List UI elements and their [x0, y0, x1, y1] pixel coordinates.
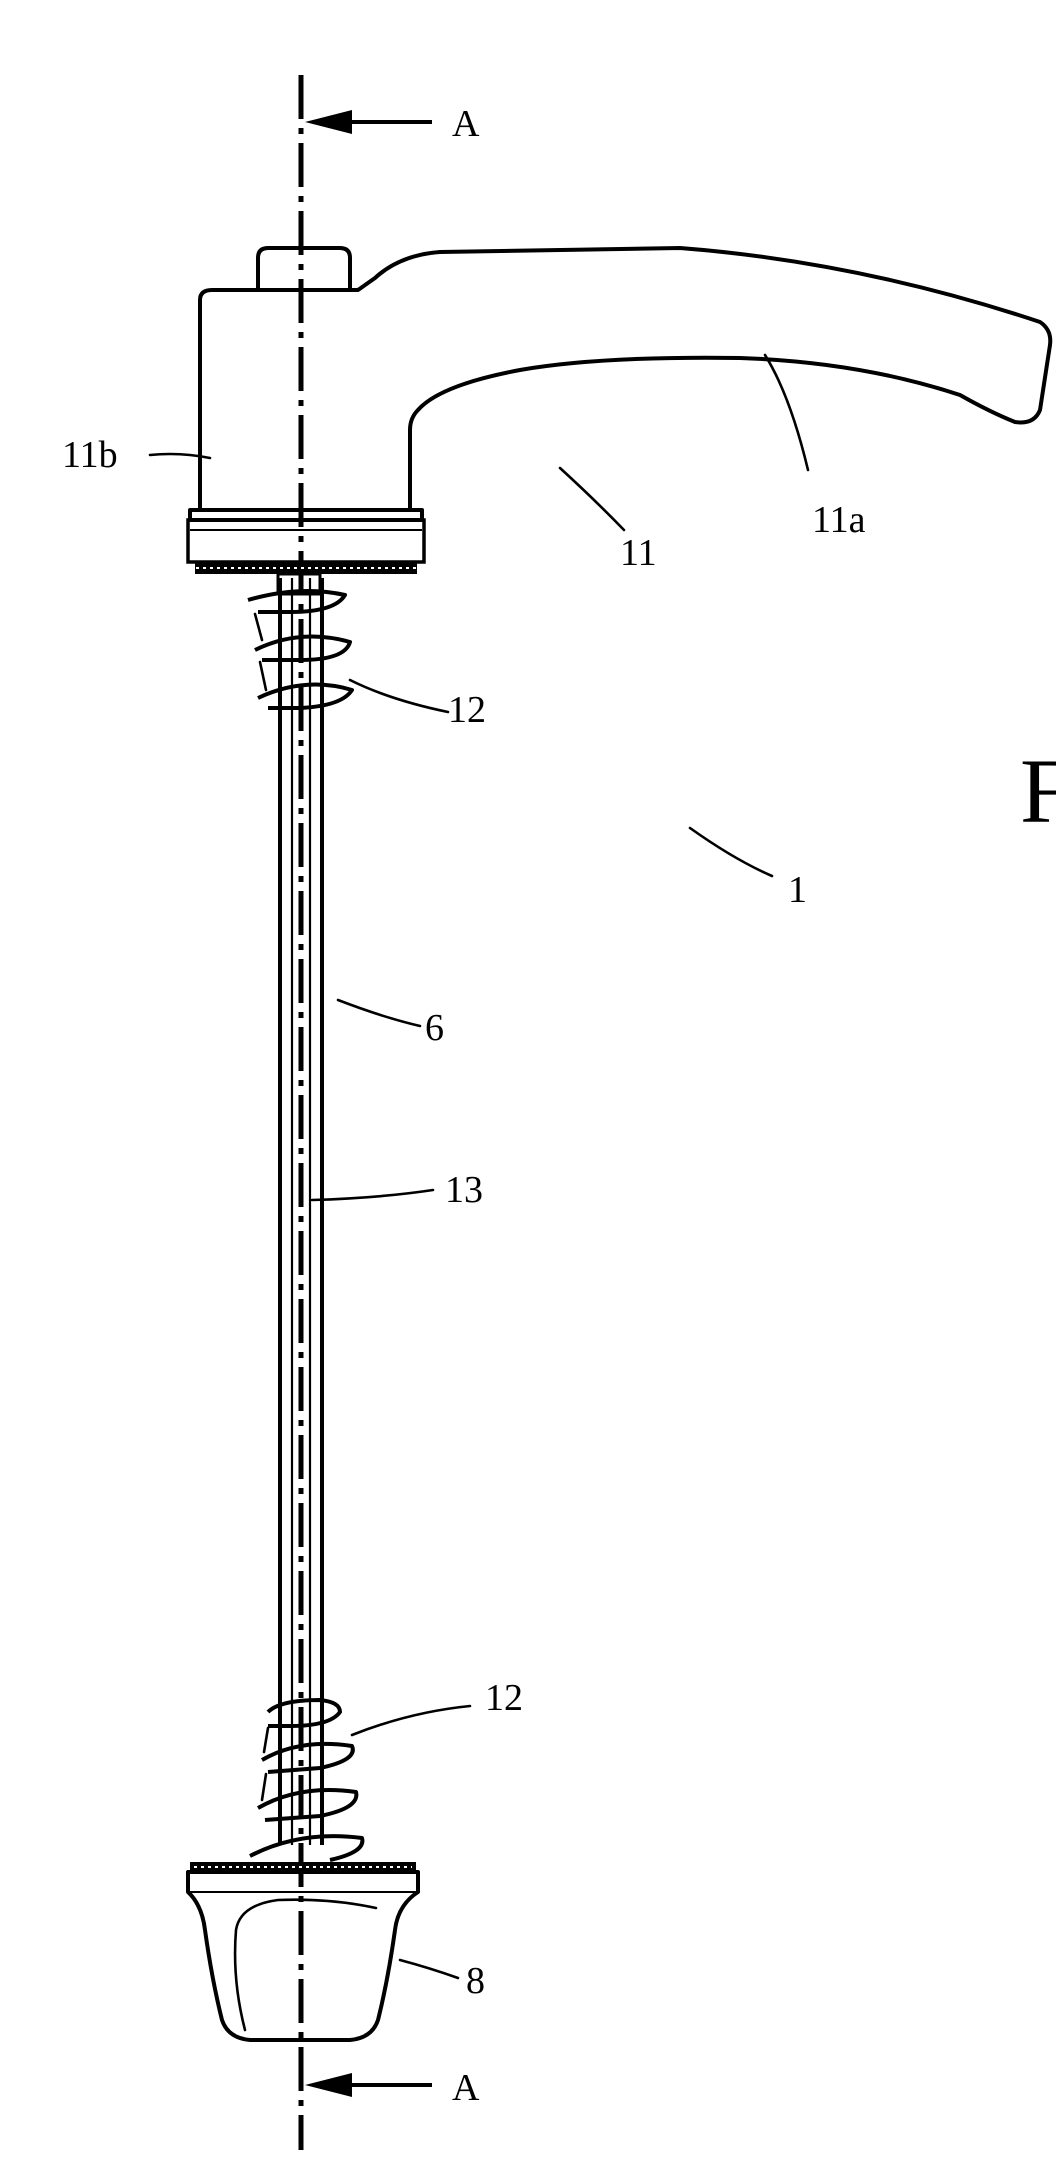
numeral-13: 13 — [445, 1169, 483, 1211]
numeral-1: 1 — [788, 869, 807, 911]
section-arrow-top — [305, 110, 432, 134]
numeral-11a: 11a — [812, 499, 866, 541]
section-arrow-bottom — [305, 2073, 432, 2097]
labels: A A F 11b 11a 11 12 1 6 13 12 8 — [62, 103, 1056, 2109]
numeral-8: 8 — [466, 1960, 485, 2002]
figure-label-partial: F — [1020, 740, 1056, 842]
numeral-12-upper: 12 — [448, 689, 486, 731]
numeral-6: 6 — [425, 1007, 444, 1049]
rod — [278, 578, 324, 1845]
numeral-11: 11 — [620, 532, 657, 574]
section-label-top: A — [452, 103, 480, 145]
lever-collar — [186, 518, 426, 564]
nut — [186, 1862, 420, 2042]
spring-lower — [249, 1698, 365, 1862]
numeral-11b: 11b — [62, 434, 118, 476]
section-label-bottom: A — [452, 2067, 480, 2109]
leader-lines — [148, 353, 810, 1980]
numeral-12-lower: 12 — [485, 1677, 523, 1719]
